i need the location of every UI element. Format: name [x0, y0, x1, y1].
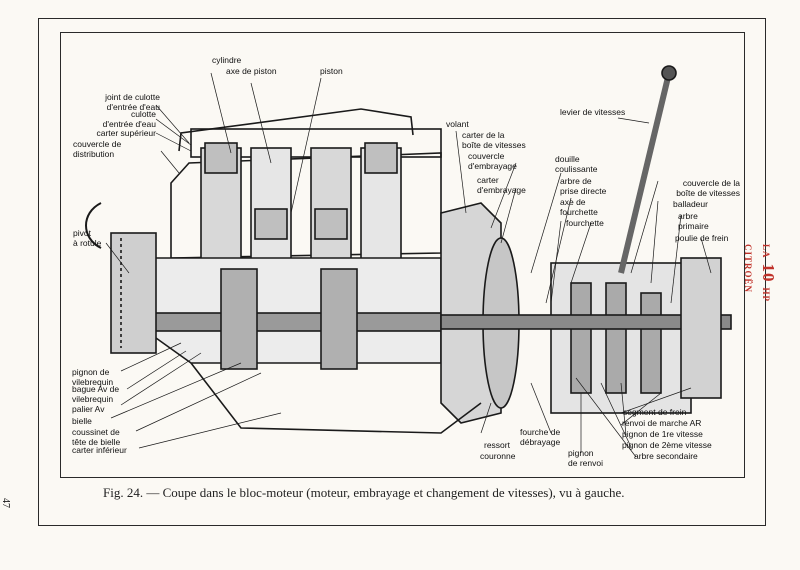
- label-arbre-primaire: arbre primaire: [678, 211, 709, 231]
- figure-border: [60, 32, 745, 478]
- label-axe-de-piston: axe de piston: [226, 66, 277, 76]
- side-title: LA 10 HP CITROËN: [740, 244, 778, 302]
- label-pignon-renvoi: pignon de renvoi: [568, 448, 603, 468]
- label-fourchette: fourchette: [566, 218, 604, 228]
- label-coussinet: coussinet de tête de bielle: [72, 427, 121, 447]
- side-title-la: LA: [761, 244, 771, 259]
- side-title-brand: CITROËN: [743, 244, 753, 294]
- label-carter-boite: carter de la boîte de vitesses: [462, 130, 526, 150]
- label-cylindre: cylindre: [212, 55, 242, 65]
- label-segment-frein: segment de frein: [623, 407, 687, 417]
- label-joint-culotte: joint de culotte d'entrée d'eau: [105, 92, 160, 112]
- label-levier-vitesses: levier de vitesses: [560, 107, 626, 117]
- label-bielle: bielle: [72, 416, 92, 426]
- figure-caption: Fig. 24. — Coupe dans le bloc-moteur (mo…: [103, 485, 625, 500]
- label-carter-superieur: carter supérieur: [96, 128, 156, 138]
- label-couvercle-boite: couvercle de la boîte de vitesses: [676, 178, 740, 198]
- label-poulie-frein: poulie de frein: [675, 233, 729, 243]
- label-pignon-2: pignon de 2ème vitesse: [622, 440, 712, 450]
- label-couvercle-distribution: couvercle de distribution: [73, 139, 122, 159]
- engine-cross-section-drawing: [85, 65, 732, 458]
- label-carter-inferieur: carter inférieur: [72, 445, 127, 455]
- label-palier-av: palier Av: [72, 404, 105, 414]
- side-title-num: 10: [759, 263, 778, 283]
- label-volant: volant: [446, 119, 469, 129]
- label-bague-vilebrequin: bague Av de vilebrequin: [72, 384, 120, 404]
- side-title-hp: HP: [761, 287, 771, 303]
- label-arbre-secondaire: arbre secondaire: [634, 451, 698, 461]
- label-balladeur: balladeur: [673, 199, 708, 209]
- label-culotte: culotte d'entrée d'eau: [102, 109, 156, 129]
- label-pignon-1: pignon de 1re vitesse: [622, 429, 703, 439]
- label-piston: piston: [320, 66, 343, 76]
- label-fourche-debrayage: fourche de débrayage: [520, 427, 561, 447]
- label-renvoi-marche-ar: renvoi de marche AR: [622, 418, 702, 428]
- label-arbre-prise-directe: arbre de prise directe: [560, 176, 607, 196]
- label-axe-fourchette: axe de fourchette: [560, 197, 598, 217]
- label-douille-coulissante: douille coulissante: [555, 154, 598, 174]
- page-number: 47: [0, 498, 11, 508]
- label-ressort: ressort: [484, 440, 510, 450]
- label-carter-embrayage: carter d'embrayage: [477, 175, 526, 195]
- label-couronne: couronne: [480, 451, 516, 461]
- label-pivot-rotule: pivot à rotule: [73, 228, 102, 248]
- label-pignon-vilebrequin: pignon de vilebrequin: [72, 367, 114, 387]
- label-couvercle-embrayage: couvercle d'embrayage: [468, 151, 517, 171]
- page-outer-border: [38, 18, 766, 526]
